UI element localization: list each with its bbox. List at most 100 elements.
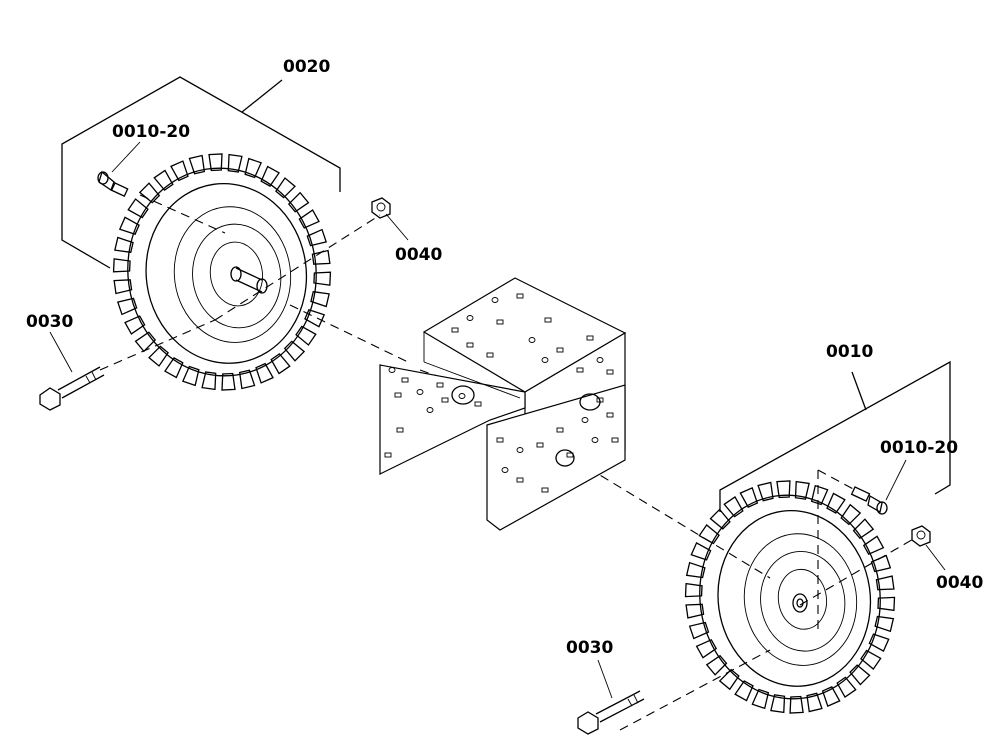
frame-hole — [541, 357, 549, 363]
tread-lug — [170, 160, 189, 182]
frame-hole — [591, 437, 599, 443]
tread-lug — [298, 209, 320, 229]
tread-lug — [789, 695, 804, 714]
callout-wheel-assembly-left: 0020 — [283, 57, 330, 77]
tread-lug — [311, 249, 331, 265]
tread-lug — [148, 345, 169, 367]
left-bolt — [39, 366, 105, 411]
tread-lug — [118, 216, 140, 236]
tread-lug — [688, 621, 710, 640]
tread-lug — [877, 596, 896, 612]
frame-hole — [496, 437, 504, 443]
tread-lug — [287, 191, 310, 213]
frame-hole — [501, 467, 509, 473]
tread-lug — [849, 664, 871, 686]
frame-hole — [528, 337, 536, 343]
frame-hole — [436, 382, 444, 388]
callout-pin-left: 0010-20 — [112, 122, 190, 142]
tread-lug — [244, 157, 263, 179]
tread-lug — [734, 680, 754, 702]
tread-lug — [875, 575, 895, 591]
left-pin — [97, 170, 129, 198]
right-pin — [850, 486, 888, 515]
tread-lug — [868, 633, 890, 653]
frame-hole — [416, 389, 424, 395]
frame-hole — [581, 417, 589, 423]
tread-lug — [723, 496, 744, 518]
tread-lug — [116, 297, 138, 316]
tread-lug — [874, 615, 895, 633]
tread-lug — [275, 177, 296, 199]
tread-lug — [705, 654, 728, 676]
tread-lug — [836, 676, 857, 698]
right-tire-treads — [684, 480, 896, 714]
frame-axle-hole — [579, 393, 601, 411]
tread-lug — [255, 362, 274, 384]
tread-lug — [208, 153, 223, 172]
callout-nut-left: 0040 — [395, 245, 442, 265]
tread-lug — [306, 228, 328, 247]
frame-hole — [491, 297, 499, 303]
callout-pin-right: 0010-20 — [880, 438, 958, 458]
tread-lug — [238, 369, 256, 390]
frame-hole — [611, 437, 619, 443]
tread-lug — [114, 236, 134, 254]
frame-hole — [516, 477, 524, 483]
tread-lug — [310, 290, 330, 308]
frame-axle-hole — [451, 385, 475, 405]
tread-lug — [304, 308, 326, 328]
frame-hole — [384, 452, 392, 458]
tread-lug — [295, 325, 317, 346]
tread-lug — [862, 535, 885, 556]
right-bolt — [577, 690, 645, 735]
frame-hole — [606, 412, 614, 418]
bracket-left-assembly — [61, 76, 341, 269]
tread-lug — [283, 340, 306, 362]
frame-hole — [426, 407, 434, 413]
frame-holes — [384, 293, 619, 493]
frame-hole — [541, 487, 549, 493]
tread-lug — [840, 503, 862, 526]
tread-lug — [806, 692, 823, 713]
right-wheel — [684, 480, 896, 714]
callout-bolt-left: 0030 — [26, 312, 73, 332]
tread-lug — [776, 480, 791, 499]
left-wheel — [112, 153, 332, 391]
tread-lug — [695, 638, 718, 659]
frame-hole — [388, 367, 396, 373]
tread-lug — [138, 182, 161, 204]
tread-lug — [698, 523, 720, 545]
tread-lug — [685, 561, 706, 579]
leader-lines — [49, 141, 946, 699]
tread-lug — [684, 582, 703, 598]
tread-lug — [221, 372, 236, 391]
center-frame — [379, 277, 627, 531]
frame-left-side-plate — [379, 364, 526, 475]
frame-hole — [466, 342, 474, 348]
tread-lug — [188, 154, 206, 175]
tread-lug — [751, 688, 770, 710]
frame-hole — [401, 377, 409, 383]
tread-lug — [181, 365, 200, 387]
tread-lug — [709, 508, 731, 530]
frame-hole — [466, 315, 474, 321]
tread-lug — [313, 271, 332, 286]
frame-hole — [536, 442, 544, 448]
tread-lug — [113, 279, 133, 295]
left-nut — [371, 197, 391, 219]
frame-hole — [556, 347, 564, 353]
frame-hole — [596, 357, 604, 363]
frame-hole — [486, 352, 494, 358]
callout-wheel-assembly-right: 0010 — [826, 342, 873, 362]
tread-lug — [757, 481, 774, 502]
frame-axle-hole — [555, 449, 575, 467]
right-hub-axle — [792, 593, 808, 613]
tread-lug — [227, 153, 243, 173]
callout-bolt-right: 0030 — [566, 638, 613, 658]
tread-lug — [685, 603, 705, 619]
frame-hole — [496, 319, 504, 325]
tread-lug — [124, 315, 146, 335]
tread-lug — [794, 480, 810, 500]
frame-hole — [544, 317, 552, 323]
